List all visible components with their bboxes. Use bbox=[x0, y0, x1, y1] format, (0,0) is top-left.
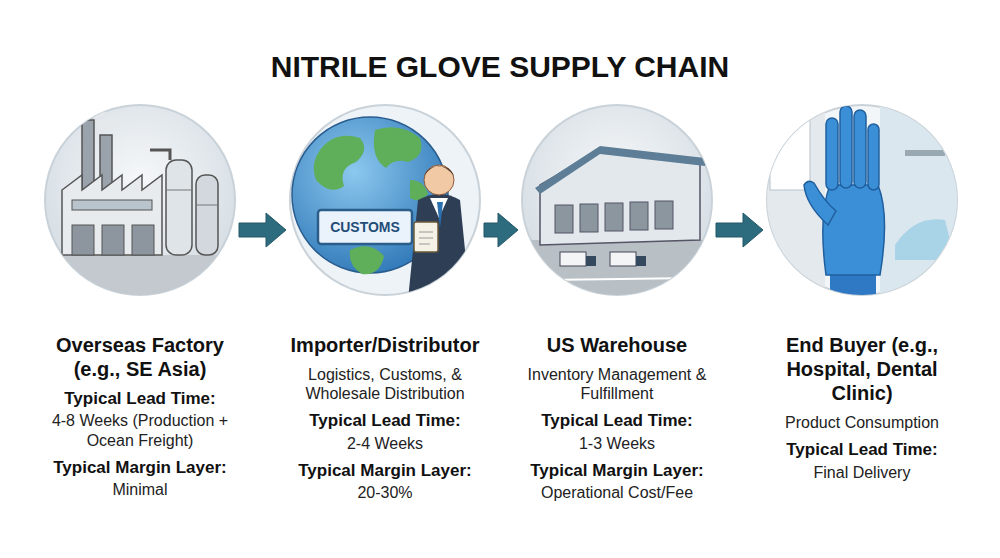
stage-heading: End Buyer (e.g., Hospital, Dental Clinic… bbox=[760, 333, 965, 405]
field-value: 20-30% bbox=[278, 483, 493, 502]
field-label: Typical Margin Layer: bbox=[270, 461, 500, 481]
field-label: Typical Lead Time: bbox=[502, 411, 732, 431]
flow-arrow bbox=[716, 213, 763, 247]
field-value: Minimal bbox=[33, 480, 248, 499]
supply-chain-stage: Importer/DistributorLogistics, Customs, … bbox=[270, 105, 500, 503]
field-value: 4-8 Weeks (Production + Ocean Freight) bbox=[33, 411, 248, 449]
field-value: Final Delivery bbox=[755, 463, 970, 482]
stage-circle bbox=[45, 105, 235, 295]
field-label: Typical Lead Time: bbox=[747, 440, 977, 460]
customs-illustration bbox=[290, 105, 480, 300]
stage-circle bbox=[767, 105, 957, 295]
field-value: Inventory Management & Fulfillment bbox=[517, 365, 717, 403]
factory-illustration bbox=[40, 102, 240, 300]
field-value: Product Consumption bbox=[762, 413, 962, 432]
field-value: Operational Cost/Fee bbox=[510, 483, 725, 502]
glove-illustration bbox=[765, 105, 960, 310]
field-label: Typical Margin Layer: bbox=[25, 458, 255, 478]
field-value: 1-3 Weeks bbox=[510, 434, 725, 453]
flow-arrow bbox=[484, 213, 518, 247]
sign-label: CUSTOMS bbox=[318, 219, 412, 235]
field-label: Typical Margin Layer: bbox=[502, 461, 732, 481]
stage-heading: US Warehouse bbox=[515, 333, 720, 357]
stage-heading: Overseas Factory (e.g., SE Asia) bbox=[38, 333, 243, 381]
supply-chain-stage: Overseas Factory (e.g., SE Asia) Typical … bbox=[25, 105, 255, 499]
stage-circle bbox=[290, 105, 480, 295]
field-value: Logistics, Customs, & Wholesale Distribu… bbox=[285, 365, 485, 403]
field-label: Typical Lead Time: bbox=[25, 389, 255, 409]
stage-circle bbox=[522, 105, 712, 295]
stage-heading: Importer/Distributor bbox=[283, 333, 488, 357]
warehouse-illustration bbox=[520, 105, 720, 300]
flow-arrow bbox=[239, 213, 286, 247]
supply-chain-stage: End Buyer (e.g., Hospital, Dental Clinic… bbox=[747, 105, 977, 482]
diagram-title: NITRILE GLOVE SUPPLY CHAIN bbox=[0, 50, 1000, 84]
supply-chain-stage: US WarehouseInventory Management & Fulfi… bbox=[502, 105, 732, 503]
field-label: Typical Lead Time: bbox=[270, 411, 500, 431]
field-value: 2-4 Weeks bbox=[278, 434, 493, 453]
